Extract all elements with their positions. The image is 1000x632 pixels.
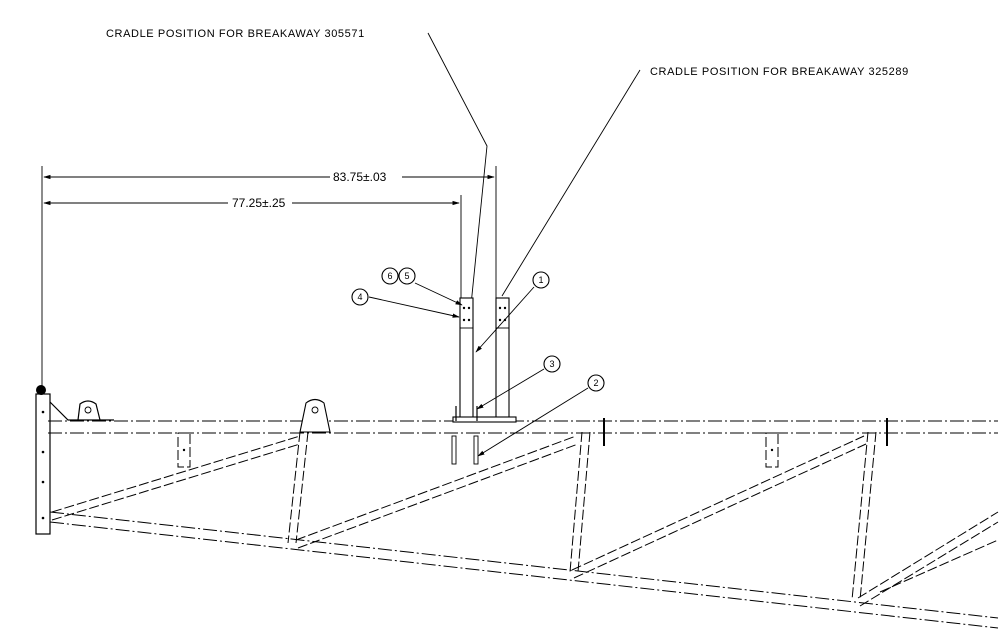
- left-bracket: [49, 400, 114, 421]
- cradle-325289: [495, 297, 510, 422]
- truss-verticals: [287, 431, 877, 601]
- dimension-outer-label: 83.75±.03: [333, 170, 387, 184]
- balloon-3-label: 3: [549, 359, 554, 369]
- end-post-pin-icon: [36, 385, 46, 395]
- balloon-5-label: 5: [404, 271, 409, 281]
- bottom-chord: [49, 511, 999, 629]
- dimension-inner-label: 77.25±.25: [232, 196, 286, 210]
- splice-markers: [603, 418, 888, 446]
- callout-text-305571: CRADLE POSITION FOR BREAKAWAY 305571: [106, 28, 365, 40]
- stub-posts: [177, 432, 779, 468]
- callout-text-325289: CRADLE POSITION FOR BREAKAWAY 325289: [650, 66, 909, 78]
- balloon-1: 1: [532, 271, 550, 289]
- balloon-1-label: 1: [538, 275, 543, 285]
- balloon-leaders: [368, 282, 589, 457]
- callout-leader-305571: [427, 32, 488, 306]
- cradle-305571: [459, 297, 474, 422]
- balloon-4-label: 4: [357, 292, 362, 302]
- balloon-6-label: 6: [387, 271, 392, 281]
- callout-leader-325289: [501, 69, 641, 297]
- balloon-3: 3: [543, 355, 561, 373]
- truss-diagonals: [51, 435, 999, 607]
- dimension-outer: 83.75±.03: [41, 166, 497, 395]
- balloon-4: 4: [351, 288, 369, 306]
- balloon-2: 2: [587, 374, 605, 392]
- bolts: [451, 435, 479, 465]
- balloon-6: 6: [381, 267, 399, 285]
- balloon-2-label: 2: [593, 378, 598, 388]
- balloon-5: 5: [398, 267, 416, 285]
- end-post: [35, 385, 51, 535]
- mid-bracket: [299, 398, 331, 433]
- top-chord: [48, 420, 998, 434]
- dimension-inner: 77.25±.25: [43, 195, 462, 300]
